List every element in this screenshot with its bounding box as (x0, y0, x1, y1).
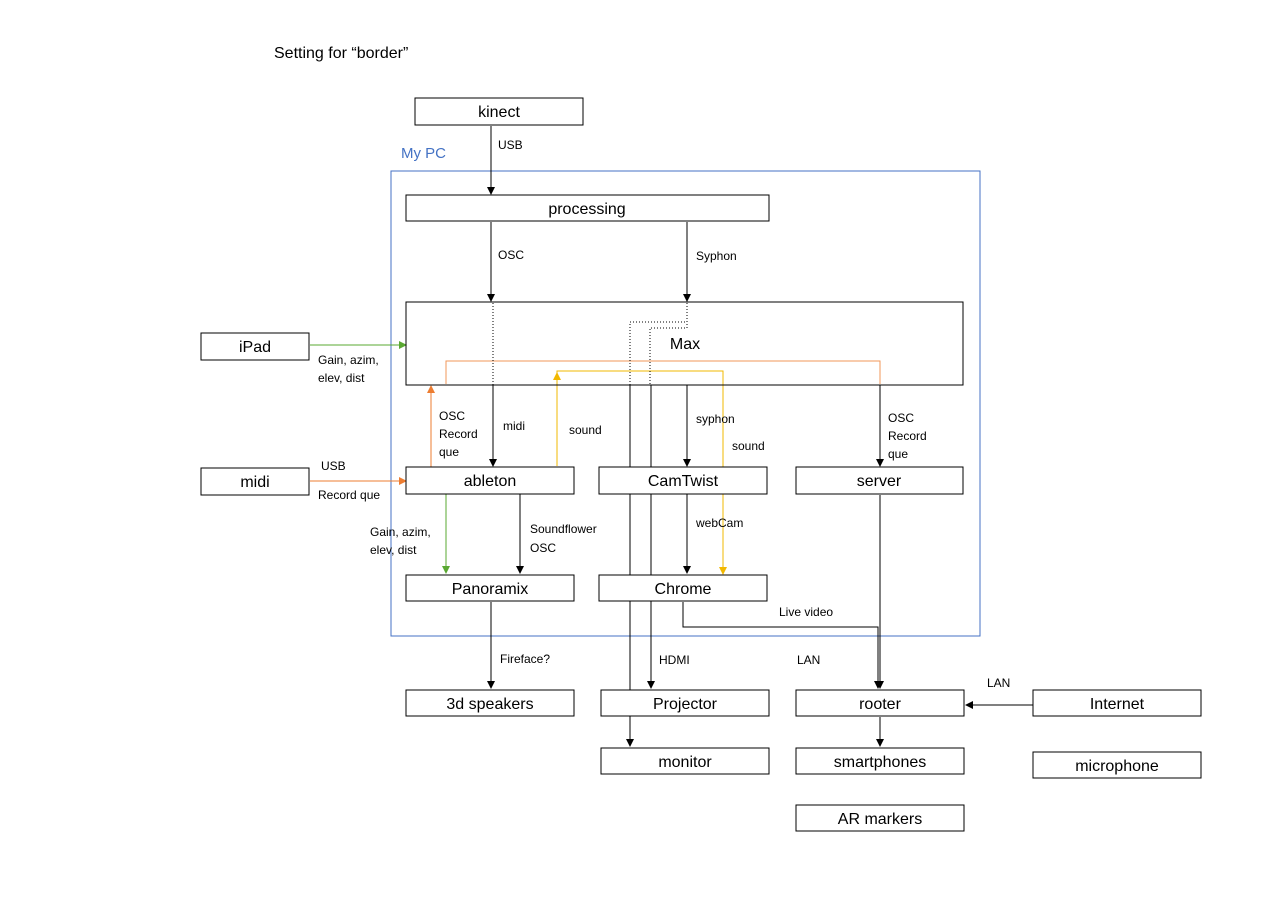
label-osc-right-2: Record (888, 429, 927, 443)
label-live-video: Live video (779, 605, 833, 619)
svg-text:processing: processing (548, 201, 625, 218)
label-usb-midi: USB (321, 459, 346, 473)
svg-text:ableton: ableton (464, 473, 517, 490)
my-pc-label: My PC (401, 145, 446, 162)
svg-text:Max: Max (670, 336, 700, 353)
label-ipad-params-2: elev, dist (318, 371, 365, 385)
svg-text:iPad: iPad (239, 339, 271, 356)
svg-text:smartphones: smartphones (834, 754, 927, 771)
label-lan-right: LAN (987, 676, 1010, 690)
node-internet: Internet (1032, 689, 1202, 717)
node-panoramix: Panoramix (405, 574, 575, 602)
label-osc-left-2: Record (439, 427, 478, 441)
label-soundflower-2: OSC (530, 541, 556, 555)
node-smartphones: smartphones (795, 747, 965, 775)
node-server: server (795, 466, 964, 495)
svg-text:AR markers: AR markers (838, 811, 922, 828)
node-camtwist: CamTwist (598, 466, 768, 495)
node-ableton: ableton (405, 466, 575, 495)
my-pc-group (390, 170, 981, 637)
svg-text:server: server (857, 473, 902, 490)
node-processing: processing (405, 194, 770, 222)
label-osc-left-3: que (439, 445, 459, 459)
node-ar-markers: AR markers (795, 804, 965, 832)
label-sound-cam: sound (732, 439, 765, 453)
svg-text:microphone: microphone (1075, 758, 1159, 775)
svg-text:3d speakers: 3d speakers (446, 696, 533, 713)
svg-text:rooter: rooter (859, 696, 901, 713)
label-osc-left-1: OSC (439, 409, 465, 423)
label-midi: midi (503, 419, 525, 433)
label-usb-kinect: USB (498, 138, 523, 152)
node-midi: midi (200, 467, 310, 496)
label-ipad-params-1: Gain, azim, (318, 353, 379, 367)
label-webcam: webCam (695, 516, 743, 530)
svg-text:kinect: kinect (478, 104, 520, 121)
node-3d-speakers: 3d speakers (405, 689, 575, 717)
label-sound: sound (569, 423, 602, 437)
label-fireface: Fireface? (500, 652, 550, 666)
svg-text:Projector: Projector (653, 696, 718, 713)
label-soundflower-1: Soundflower (530, 522, 597, 536)
node-ipad: iPad (200, 332, 310, 361)
svg-text:midi: midi (240, 474, 269, 491)
svg-text:monitor: monitor (658, 754, 712, 771)
node-microphone: microphone (1032, 751, 1202, 779)
edge-chrome-rooter (682, 602, 882, 689)
node-chrome: Chrome (598, 574, 768, 602)
label-syphon: syphon (696, 412, 735, 426)
node-projector: Projector (600, 689, 770, 717)
svg-text:CamTwist: CamTwist (648, 473, 719, 490)
max-internal-dotted-b (649, 303, 688, 385)
max-internal-yellow (556, 370, 724, 385)
label-osc-right-1: OSC (888, 411, 914, 425)
label-syphon-processing: Syphon (696, 249, 737, 263)
label-osc-processing: OSC (498, 248, 524, 262)
label-record-que: Record que (318, 488, 380, 502)
svg-text:Panoramix: Panoramix (452, 581, 528, 598)
svg-text:Internet: Internet (1090, 696, 1145, 713)
label-hdmi: HDMI (659, 653, 690, 667)
node-max: Max (405, 301, 964, 386)
max-internal-orange (445, 360, 881, 384)
node-rooter: rooter (795, 689, 965, 717)
label-ableton-params-2: elev, dist (370, 543, 417, 557)
svg-text:Chrome: Chrome (655, 581, 712, 598)
label-ableton-params-1: Gain, azim, (370, 525, 431, 539)
node-kinect: kinect (414, 97, 584, 126)
node-monitor: monitor (600, 747, 770, 775)
diagram-title: Setting for “border” (274, 45, 408, 62)
label-lan-left: LAN (797, 653, 820, 667)
label-osc-right-3: que (888, 447, 908, 461)
